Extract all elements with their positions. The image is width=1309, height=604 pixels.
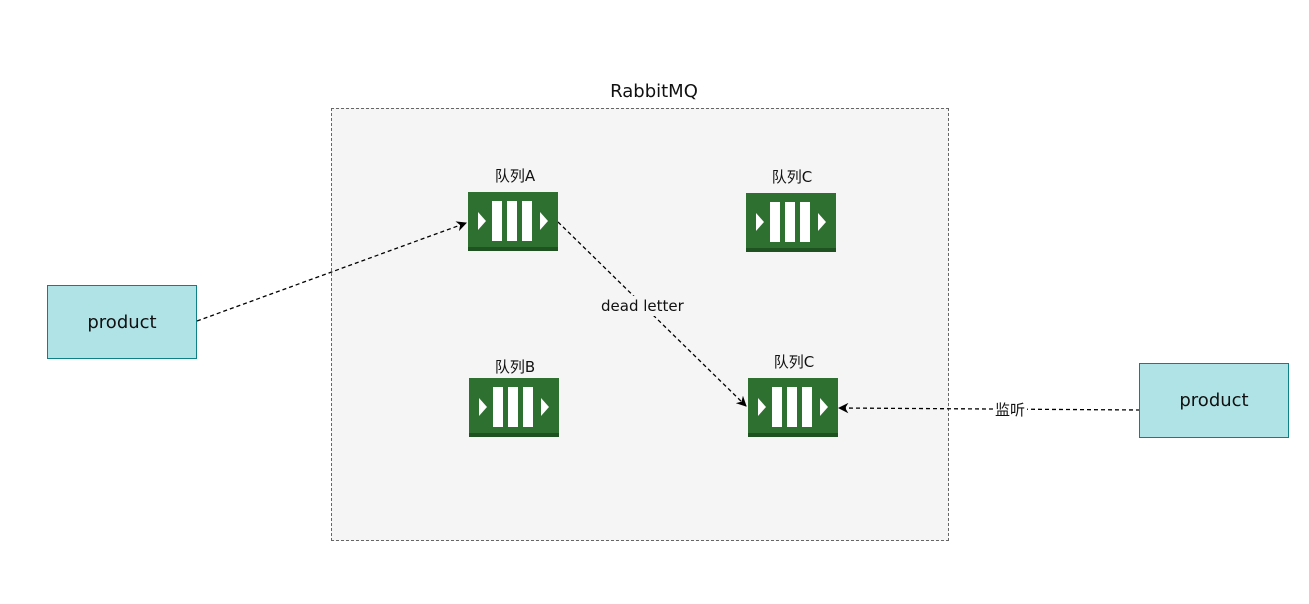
queue-c-bottom-label: 队列C <box>773 353 815 371</box>
producer-right-label: product <box>1179 390 1249 411</box>
queue-icon <box>468 192 558 251</box>
queue-icon <box>746 193 836 252</box>
queue-b[interactable] <box>469 378 559 437</box>
producer-right[interactable]: product <box>1139 363 1289 438</box>
edge-listen <box>837 402 1141 414</box>
listen-label: 监听 <box>993 400 1028 420</box>
queue-c-top-label: 队列C <box>771 168 813 186</box>
rabbitmq-container <box>331 108 949 541</box>
queue-a[interactable] <box>468 192 558 251</box>
producer-left[interactable]: product <box>47 285 197 359</box>
dead-letter-label: dead letter <box>599 296 686 316</box>
queue-c-top[interactable] <box>746 193 836 252</box>
queue-c-bottom[interactable] <box>748 378 838 437</box>
queue-icon <box>748 378 838 437</box>
queue-b-label: 队列B <box>494 358 536 376</box>
edge-producer-to-queue-a <box>196 221 467 322</box>
queue-icon <box>469 378 559 437</box>
queue-a-label: 队列A <box>494 167 536 185</box>
edge-dead-letter <box>557 221 747 407</box>
producer-left-label: product <box>87 311 157 333</box>
rabbitmq-title: RabbitMQ <box>610 81 698 102</box>
